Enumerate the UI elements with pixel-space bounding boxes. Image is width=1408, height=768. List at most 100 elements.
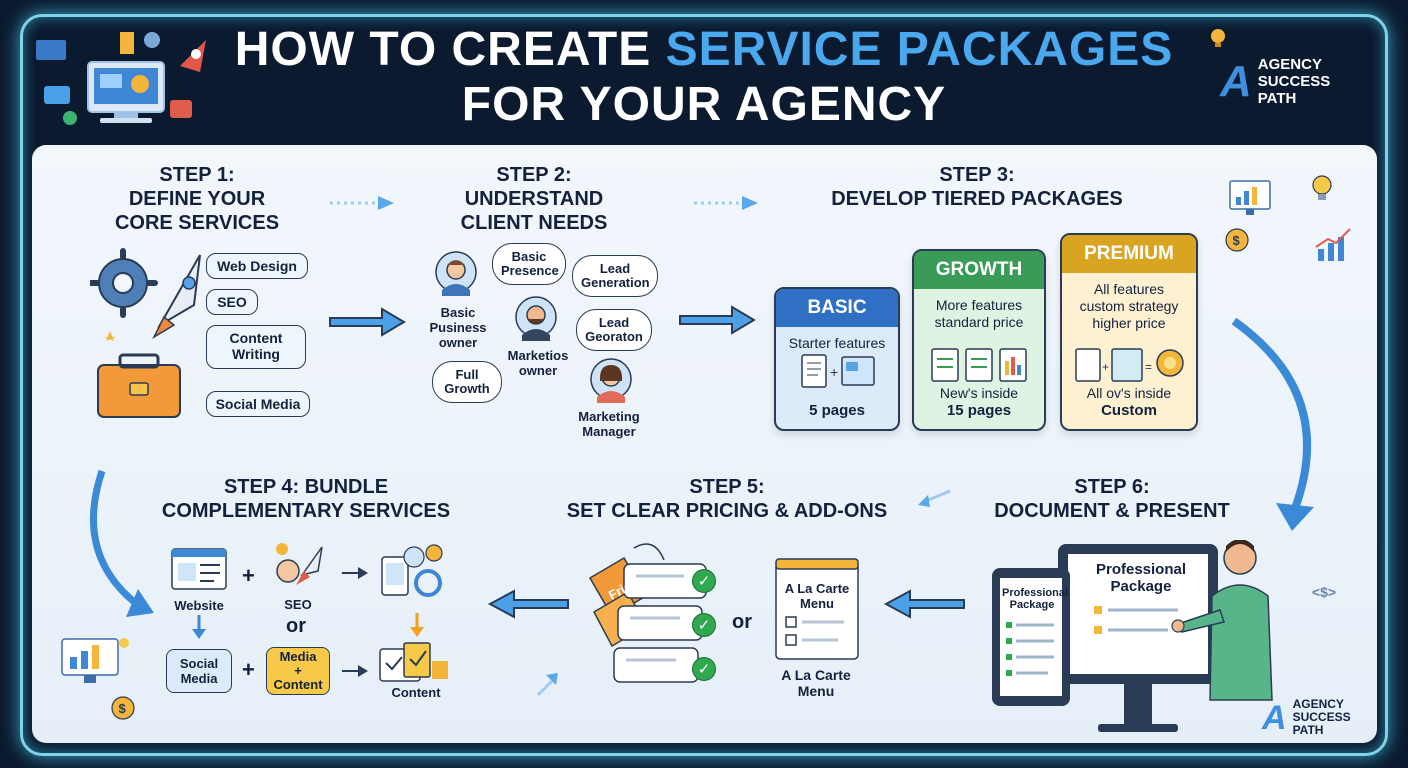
document-plus-icon: +: [801, 354, 875, 388]
brand-logo: A AGENCY SUCCESS PATH: [1220, 56, 1330, 107]
monitor-chart-icon: [1229, 180, 1271, 215]
title-highlight: SERVICE PACKAGES: [665, 23, 1174, 76]
code-tag-icon: <$>: [1311, 584, 1337, 600]
service-pill-seo: SEO: [206, 289, 258, 315]
tier-growth-foot-line1: New's inside: [939, 385, 1019, 401]
step6-title-line2: DOCUMENT & PRESENT: [994, 500, 1230, 522]
plus-sign-2: +: [242, 657, 255, 682]
tier-basic-foot: 5 pages: [776, 402, 898, 419]
step5-or-text: or: [732, 611, 752, 633]
need-bubble-lead-georaton: Lead Georaton: [576, 309, 652, 351]
svg-text:$: $: [1233, 233, 1241, 248]
arrow-step1-to-step2: [329, 307, 406, 337]
step2-title: STEP 2: UNDERSTAND CLIENT NEEDS: [444, 163, 624, 235]
presentation-illustration-icon: [992, 540, 1273, 732]
tier-growth-foot-line2: 15 pages: [946, 402, 1012, 419]
step5-title-line1: STEP 5:: [689, 476, 765, 498]
step4-title: STEP 4: BUNDLE COMPLEMENTARY SERVICES: [136, 475, 476, 523]
title-part1: HOW TO CREATE: [234, 23, 666, 76]
tier-premium-foot-line2: Custom: [1101, 402, 1157, 419]
brand-logo-bottom: A AGENCY SUCCESS PATH: [1262, 698, 1351, 737]
svg-text:+: +: [1102, 360, 1109, 374]
checklist-clipboards-icon: [931, 348, 1027, 382]
menu-label: A La Carte Menu: [781, 667, 851, 699]
page-header: HOW TO CREATE SERVICE PACKAGES FOR YOUR …: [0, 22, 1408, 132]
svg-text:+: +: [830, 364, 838, 380]
curved-arrow-step3-to-step6: [1231, 317, 1314, 531]
tier-card-basic: BASIC Starter features + 5 pages: [774, 287, 900, 431]
brand-bottom-line1: AGENCY: [1292, 697, 1344, 711]
docs-equals-award-icon: +=: [1075, 348, 1184, 382]
tier-growth-name: GROWTH: [914, 251, 1044, 289]
tier-basic-name: BASIC: [776, 289, 898, 327]
gear-rocket-toolbox-icon: [90, 248, 201, 418]
brand-mark-icon: A: [1220, 56, 1252, 106]
brand-bottom-line2: SUCCESS: [1292, 710, 1351, 724]
menu-card-title: A La Carte Menu: [784, 581, 850, 611]
monitor-growth-icon: [61, 638, 129, 683]
step2-title-line3: CLIENT NEEDS: [460, 212, 608, 234]
website-browser-icon: [171, 548, 227, 590]
persona-label-marketing-manager: Marketing Manager: [578, 409, 640, 439]
content-checklist-icon: [379, 642, 448, 682]
need-bubble-basic-presence: Basic Presence: [492, 243, 566, 285]
arrow-down-website: [192, 615, 206, 639]
bundle-label-seo: SEO: [284, 597, 312, 612]
lightbulb-icon: [1211, 29, 1225, 47]
brand-bottom-line3: PATH: [1292, 723, 1324, 737]
persona-marketing-owner-icon: [515, 296, 557, 341]
svg-text:=: =: [1145, 360, 1152, 374]
tier-premium-desc: All features custom strategy higher pric…: [1079, 281, 1179, 331]
tier-basic-foot-line2: 5 pages: [809, 402, 865, 419]
step6-title: STEP 6: DOCUMENT & PRESENT: [972, 475, 1252, 523]
arrow-step5-to-step4: [487, 589, 569, 619]
step3-title: STEP 3: DEVELOP TIERED PACKAGES: [792, 163, 1162, 211]
bundle-label-website: Website: [174, 598, 224, 613]
step5-title: STEP 5: SET CLEAR PRICING & ADD-ONS: [552, 475, 902, 523]
bundle-or-text: or: [286, 615, 306, 637]
step1-title-line1: STEP 1:: [159, 164, 235, 186]
need-bubble-lead-generation: Lead Generation: [572, 255, 658, 297]
check-icon-2: ✓: [692, 613, 716, 637]
lightbulb-idea-icon: [1312, 175, 1332, 200]
bundle-box-social-media: Social Media: [166, 649, 232, 693]
tier-card-growth: GROWTH More features standard price New'…: [912, 249, 1046, 431]
monitor-text: Professional Package: [1095, 561, 1187, 595]
dollar-coin-icon: $: [1225, 228, 1249, 252]
brand-line3: PATH: [1257, 90, 1297, 107]
persona-label-marketing-owner: Marketios owner: [507, 348, 569, 378]
page-title-line2: FOR YOUR AGENCY: [461, 78, 947, 131]
small-arrow-up-step5: [536, 673, 558, 697]
coin-dollar-icon: $: [111, 696, 135, 720]
tier-card-premium: PREMIUM All features custom strategy hig…: [1060, 233, 1198, 431]
arrow-seo-to-content-icon: [342, 567, 368, 579]
arrow-step2-to-step3: [679, 305, 756, 335]
step2-title-line2: UNDERSTAND: [464, 188, 604, 210]
step3-title-line2: DEVELOP TIERED PACKAGES: [831, 188, 1123, 210]
brand-mark-bottom-icon: A: [1262, 698, 1287, 737]
bundle-label-content: Content: [391, 685, 441, 700]
outer-frame: [20, 14, 1388, 756]
arrow-media-to-content: [342, 665, 368, 677]
dotted-arrow-title2: [694, 196, 758, 210]
curved-arrow-left-decor: [89, 469, 154, 617]
tech-devices-illustration-icon: [36, 32, 206, 125]
small-arrow-to-step5: [918, 489, 951, 507]
step5-title-line2: SET CLEAR PRICING & ADD-ONS: [566, 500, 888, 522]
tier-basic-desc: Starter features: [788, 335, 886, 351]
service-pill-social-media: Social Media: [206, 391, 310, 417]
brand-line1: AGENCY: [1257, 56, 1322, 73]
content-panel: STEP 1: DEFINE YOUR CORE SERVICES Web De…: [32, 145, 1377, 743]
brand-line2: SUCCESS: [1257, 73, 1331, 90]
step4-title-line1: STEP 4: BUNDLE: [223, 476, 389, 498]
dotted-arrow-title1: [330, 196, 394, 210]
phone-search-coin-icon: [381, 544, 443, 597]
service-pill-web-design: Web Design: [206, 253, 308, 279]
arrow-down-content: [410, 613, 424, 637]
a-la-carte-menu-icon: [775, 558, 859, 660]
step1-title-line2: DEFINE YOUR: [128, 188, 266, 210]
tablet-text: Professional Package: [1002, 587, 1069, 611]
step4-title-line2: COMPLEMENTARY SERVICES: [161, 500, 451, 522]
